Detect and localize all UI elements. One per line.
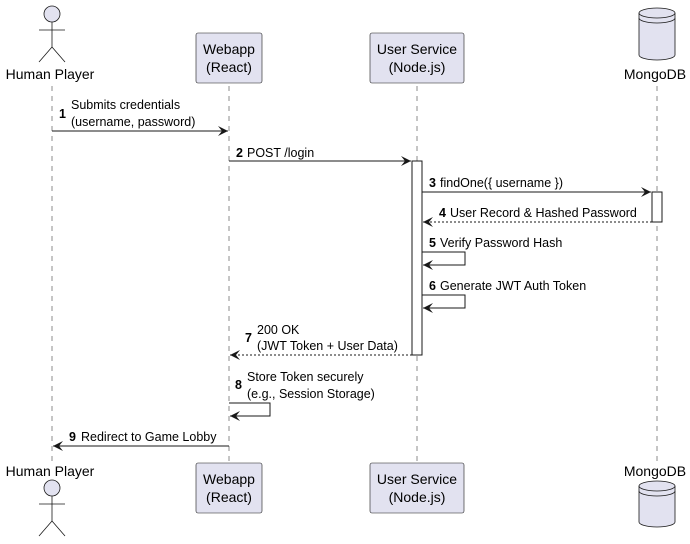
- participant-label: Human Player: [6, 463, 95, 479]
- message-label-line2: (username, password): [71, 115, 195, 129]
- participant-name: User Service: [377, 41, 457, 57]
- message-arrow-self: [422, 294, 466, 313]
- message-number: 2: [236, 146, 243, 160]
- participant-tech: (React): [206, 489, 252, 505]
- message-label-line2: (e.g., Session Storage): [247, 387, 375, 401]
- participant-user-service-bottom: User Service (Node.js): [369, 462, 465, 514]
- participant-label: MongoDB: [624, 66, 686, 82]
- message-label: Verify Password Hash: [440, 236, 562, 250]
- participant-name: Webapp: [203, 471, 255, 487]
- message-8: 8 Store Token securely (e.g., Session St…: [229, 370, 375, 421]
- activation-mongodb: [651, 191, 663, 223]
- participant-tech: (Node.js): [389, 59, 446, 75]
- message-number: 3: [429, 176, 436, 190]
- database-icon: [638, 480, 676, 528]
- participant-tech: (Node.js): [389, 489, 446, 505]
- participant-webapp-bottom: Webapp (React): [195, 462, 263, 514]
- message-label: Redirect to Game Lobby: [81, 430, 217, 444]
- actor-human-player-top: Human Player: [6, 5, 95, 82]
- participant-tech: (React): [206, 59, 252, 75]
- participant-label: MongoDB: [624, 463, 686, 479]
- message-label: Submits credentials: [71, 98, 180, 112]
- message-arrow-self: [229, 402, 271, 421]
- actor-icon: [38, 479, 66, 537]
- message-3: 3 findOne({ username }): [422, 176, 651, 197]
- participant-name: User Service: [377, 471, 457, 487]
- message-number: 9: [69, 430, 76, 444]
- participant-mongodb-top: MongoDB: [624, 7, 686, 82]
- message-label: Generate JWT Auth Token: [440, 279, 586, 293]
- message-label: findOne({ username }): [440, 176, 563, 190]
- message-number: 8: [235, 378, 242, 392]
- participant-webapp-top: Webapp (React): [195, 32, 263, 84]
- message-9: 9 Redirect to Game Lobby: [53, 430, 229, 451]
- participant-name: Webapp: [203, 41, 255, 57]
- message-number: 5: [429, 236, 436, 250]
- message-4: 4 User Record & Hashed Password: [423, 206, 652, 227]
- participant-mongodb-bottom: MongoDB: [624, 463, 686, 528]
- message-label: User Record & Hashed Password: [450, 206, 637, 220]
- database-icon: [638, 7, 676, 61]
- message-1: 1 Submits credentials (username, passwor…: [52, 98, 228, 136]
- actor-human-player-bottom: Human Player: [6, 463, 95, 537]
- message-number: 4: [439, 206, 446, 220]
- message-label-line2: (JWT Token + User Data): [257, 339, 398, 353]
- message-7: 7 200 OK (JWT Token + User Data): [230, 323, 412, 360]
- message-2: 2 POST /login: [229, 146, 411, 166]
- message-number: 7: [245, 331, 252, 345]
- activation-user-service: [411, 160, 423, 356]
- message-label: POST /login: [247, 146, 314, 160]
- message-label: 200 OK: [257, 323, 300, 337]
- message-6: 6 Generate JWT Auth Token: [422, 279, 586, 313]
- message-5: 5 Verify Password Hash: [422, 236, 562, 270]
- participant-user-service-top: User Service (Node.js): [369, 32, 465, 84]
- message-number: 6: [429, 279, 436, 293]
- message-label: Store Token securely: [247, 370, 364, 384]
- actor-icon: [38, 5, 66, 63]
- message-number: 1: [59, 107, 66, 121]
- message-arrow-self: [422, 251, 466, 270]
- participant-label: Human Player: [6, 66, 95, 82]
